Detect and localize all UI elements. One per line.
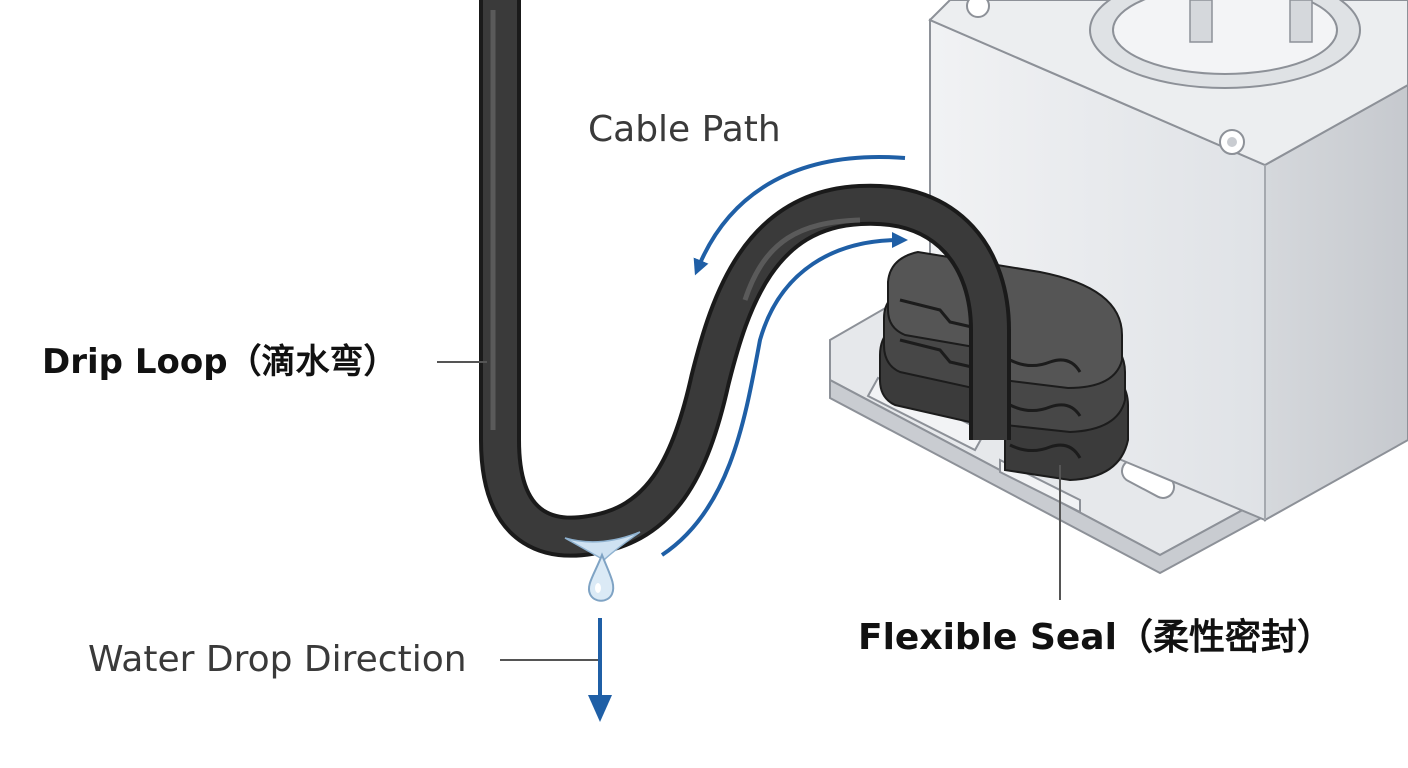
cable-path-label: Cable Path [588, 109, 781, 150]
flexible-seal-label: Flexible Seal（柔性密封） [858, 617, 1333, 658]
cable [479, 0, 1011, 558]
water-drop-icon [564, 531, 641, 602]
drip-loop-label: Drip Loop（滴水弯） [42, 342, 398, 382]
down-arrow-icon [588, 618, 612, 722]
cable-path-arrow-upper [693, 155, 906, 276]
water-drop-direction-label: Water Drop Direction [88, 639, 467, 680]
cable-path-arrow-lower [660, 232, 908, 557]
